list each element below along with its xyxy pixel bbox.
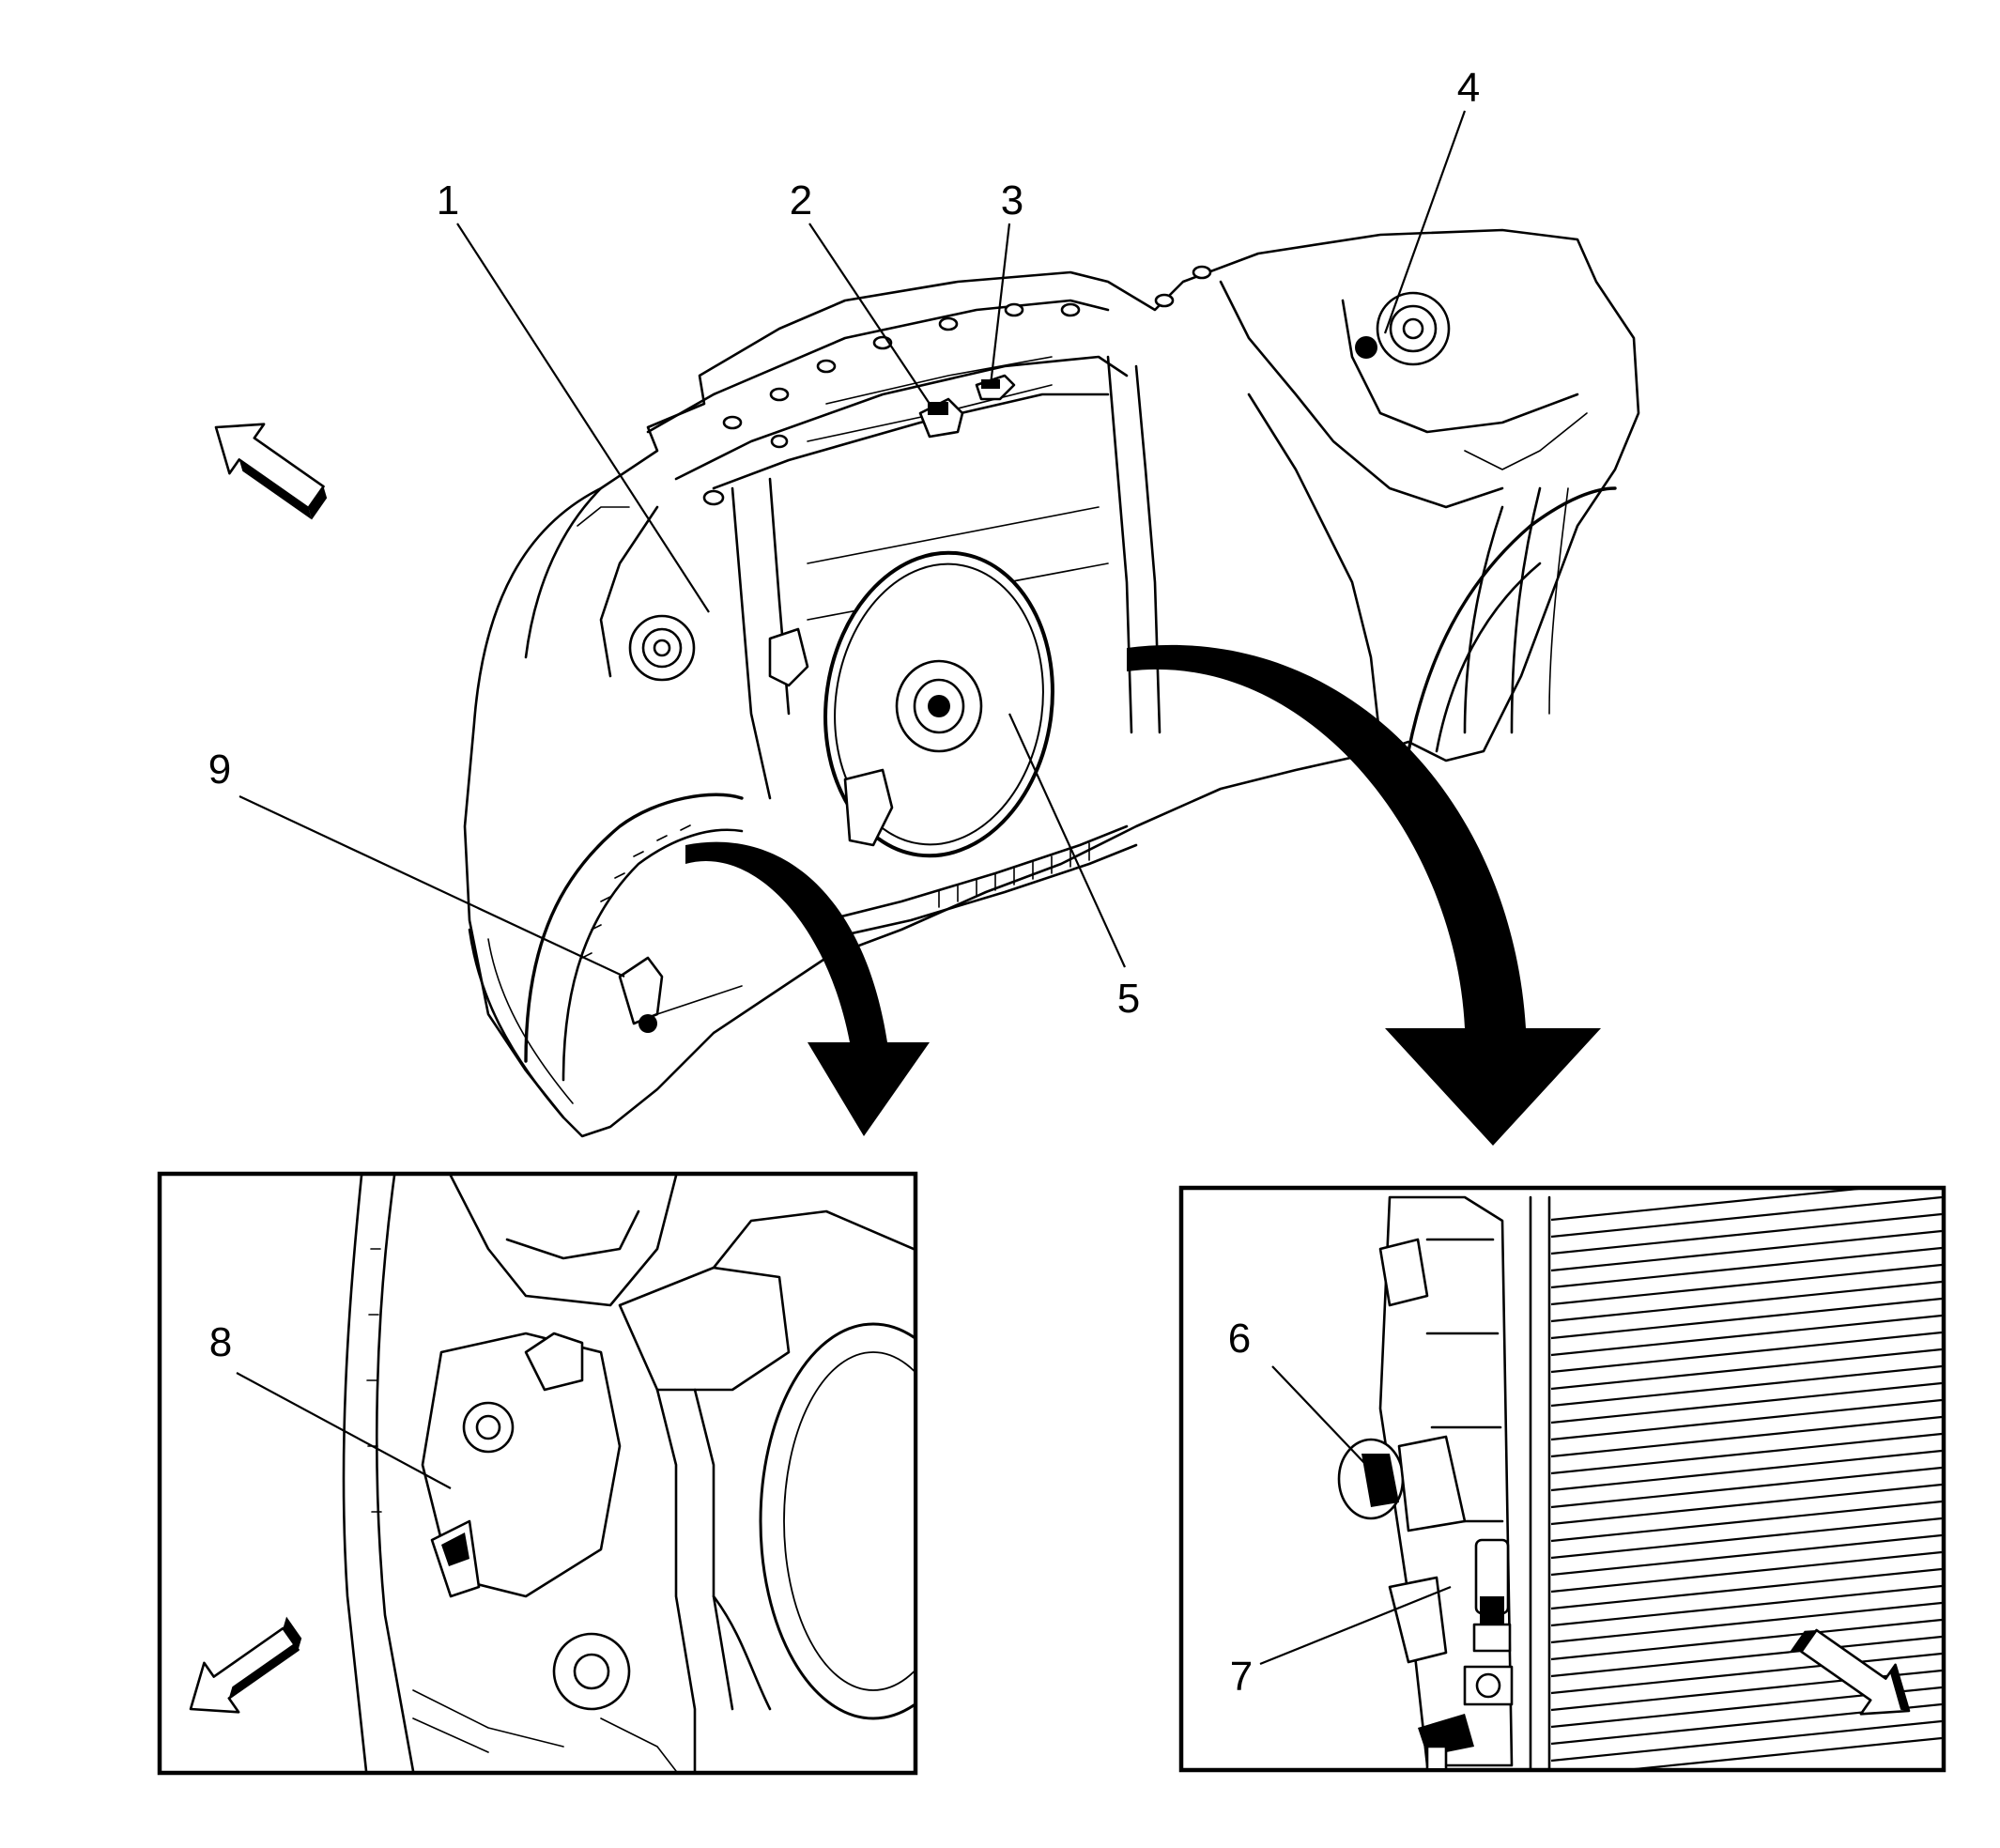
radiator-fin [1550, 1652, 1942, 1695]
callout-1: 1 [437, 177, 459, 223]
tie-bar-bolts [702, 265, 1212, 506]
radiator-fin [1550, 1314, 1942, 1357]
radiator-inlet-fitting [1337, 1435, 1467, 1532]
radiator-fin [1550, 1517, 1942, 1560]
radiator-fin [1550, 1601, 1942, 1644]
callout-6: 6 [1228, 1316, 1251, 1362]
radiator-fin [1550, 1229, 1942, 1272]
right-inset-detail [1178, 1185, 1946, 1773]
radiator-fin [1550, 1280, 1942, 1323]
callout-4: 4 [1457, 65, 1480, 111]
zoom-arrow-icon [685, 841, 930, 1136]
radiator-fin [1550, 1466, 1942, 1509]
radiator-fin [1550, 1635, 1942, 1678]
radiator-fin [1550, 1415, 1942, 1458]
radiator-fin [1550, 1432, 1942, 1475]
radiator-fin [1634, 1736, 1942, 1768]
radiator-fin [1550, 1212, 1942, 1255]
radiator-fin [1550, 1449, 1942, 1492]
front-end-assembly [463, 228, 1640, 1138]
radiator-fin [1550, 1584, 1942, 1627]
coolant-temperature-sensor [1418, 1538, 1514, 1768]
radiator-fin [1550, 1381, 1942, 1424]
radiator-fin [1550, 1483, 1942, 1526]
callout-9: 9 [208, 747, 231, 793]
front-direction-arrow-icon [214, 423, 328, 520]
callout-7: 7 [1230, 1654, 1253, 1700]
radiator-fin [1550, 1297, 1942, 1340]
radiator-fin [1550, 1719, 1942, 1763]
radiator-fin [1550, 1550, 1942, 1594]
radiator-fin [1550, 1246, 1942, 1289]
radiator-fin [1550, 1500, 1942, 1543]
right-horn [1355, 291, 1451, 366]
leader-lines [236, 110, 1467, 1666]
radiator-fin [1550, 1348, 1942, 1391]
radiator-fin [1550, 1190, 1859, 1222]
radiator-fin [1550, 1567, 1942, 1610]
front-direction-arrow-icon [189, 1616, 302, 1714]
radiator-fin [1550, 1618, 1942, 1661]
radiator-fin [1550, 1364, 1942, 1408]
callout-3: 3 [1001, 177, 1023, 223]
left-horn [628, 614, 696, 682]
ambient-air-temperature-sensor [618, 956, 743, 1033]
radiator-fin [1550, 1195, 1942, 1239]
radiator-fin [1550, 1331, 1942, 1374]
callout-labels: 1 2 3 4 5 6 7 8 9 [208, 65, 1480, 1700]
front-direction-arrow-icon [1789, 1628, 1911, 1716]
radiator-fin [1550, 1533, 1942, 1577]
callout-8: 8 [209, 1319, 232, 1365]
callout-2: 2 [790, 177, 812, 223]
callout-5: 5 [1117, 976, 1140, 1022]
zoom-arrow-icon [1127, 644, 1601, 1146]
left-inset-detail [157, 1171, 918, 1776]
radiator-fin [1550, 1263, 1942, 1306]
radiator-fin [1550, 1398, 1942, 1441]
